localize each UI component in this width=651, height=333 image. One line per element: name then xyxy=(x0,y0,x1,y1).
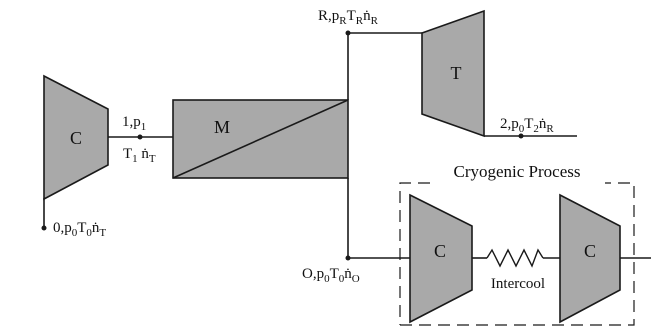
cryogenic-process-title: Cryogenic Process xyxy=(453,162,580,181)
state-points xyxy=(41,30,524,261)
turbine-label: T xyxy=(451,63,462,83)
state-label-permeate: O,p0T0ṅO xyxy=(302,266,360,285)
membrane-module: M xyxy=(172,99,349,179)
state-point-R xyxy=(345,30,351,36)
state-label-turbine-out: 2,p0T2ṅR xyxy=(500,116,554,135)
intercool-label: Intercool xyxy=(491,276,545,292)
compressor-main-shape xyxy=(43,74,109,201)
state-point-0 xyxy=(41,225,47,231)
piping xyxy=(43,32,651,259)
cryo-compressor-2-label: C xyxy=(584,241,596,261)
membrane-diagonal xyxy=(172,99,349,179)
state-point-O xyxy=(345,255,351,261)
intercooler-coil xyxy=(486,248,544,268)
compressor-main: C xyxy=(43,74,109,201)
state-label-inlet: 0,p0T0ṅT xyxy=(53,220,106,239)
state-point-2 xyxy=(518,133,524,139)
compressor-main-label: C xyxy=(70,128,82,148)
cryo-compressor-2-shape xyxy=(559,193,621,324)
state-label-compressor-flow: T1 ṅT xyxy=(123,146,156,165)
state-point-1 xyxy=(137,134,143,140)
membrane-label: M xyxy=(214,117,230,137)
state-label-retentate: R,pRTRṅR xyxy=(318,8,379,27)
cryo-compressor-1-shape xyxy=(409,193,473,324)
cryogenic-box-border xyxy=(399,182,635,326)
cryo-compressor-1-label: C xyxy=(434,241,446,261)
cryogenic-process-box: Cryogenic Process C Intercool C xyxy=(399,162,635,326)
turbine-shape xyxy=(421,9,485,138)
turbine: T xyxy=(421,9,485,138)
state-label-compressor-out: 1,p1 xyxy=(122,114,146,133)
